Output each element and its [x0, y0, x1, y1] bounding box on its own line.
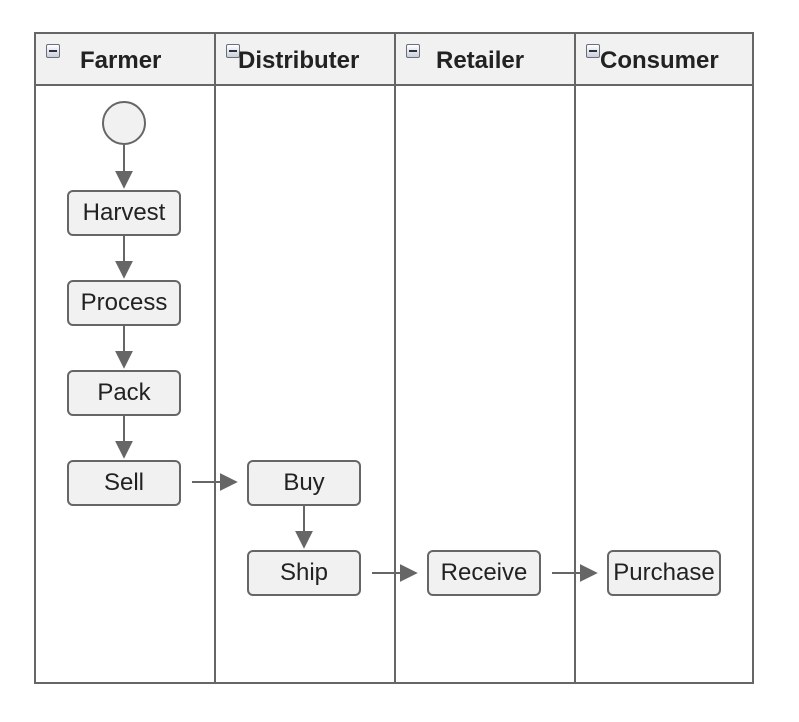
collapse-icon[interactable] [46, 44, 60, 58]
task-sell[interactable]: Sell [67, 460, 181, 506]
collapse-icon[interactable] [586, 44, 600, 58]
lane-title-consumer: Consumer [600, 47, 719, 74]
lane-title-distributer: Distributer [238, 47, 360, 74]
swimlane-pool: Farmer Distributer Retailer Consumer [34, 32, 754, 684]
lane-retailer: Retailer [394, 34, 576, 682]
lane-distributer: Distributer [214, 34, 396, 682]
collapse-icon[interactable] [226, 44, 240, 58]
lane-header-retailer: Retailer [396, 34, 576, 86]
task-harvest[interactable]: Harvest [67, 190, 181, 236]
lane-consumer: Consumer [574, 34, 752, 682]
collapse-icon[interactable] [406, 44, 420, 58]
start-node[interactable] [102, 101, 146, 145]
lane-farmer: Farmer [36, 34, 216, 682]
task-receive[interactable]: Receive [427, 550, 541, 596]
task-process[interactable]: Process [67, 280, 181, 326]
lane-header-farmer: Farmer [36, 34, 216, 86]
lane-header-consumer: Consumer [576, 34, 752, 86]
lane-header-distributer: Distributer [216, 34, 396, 86]
task-buy[interactable]: Buy [247, 460, 361, 506]
task-ship[interactable]: Ship [247, 550, 361, 596]
lane-title-farmer: Farmer [80, 47, 162, 74]
task-purchase[interactable]: Purchase [607, 550, 721, 596]
task-pack[interactable]: Pack [67, 370, 181, 416]
lane-title-retailer: Retailer [436, 47, 525, 74]
